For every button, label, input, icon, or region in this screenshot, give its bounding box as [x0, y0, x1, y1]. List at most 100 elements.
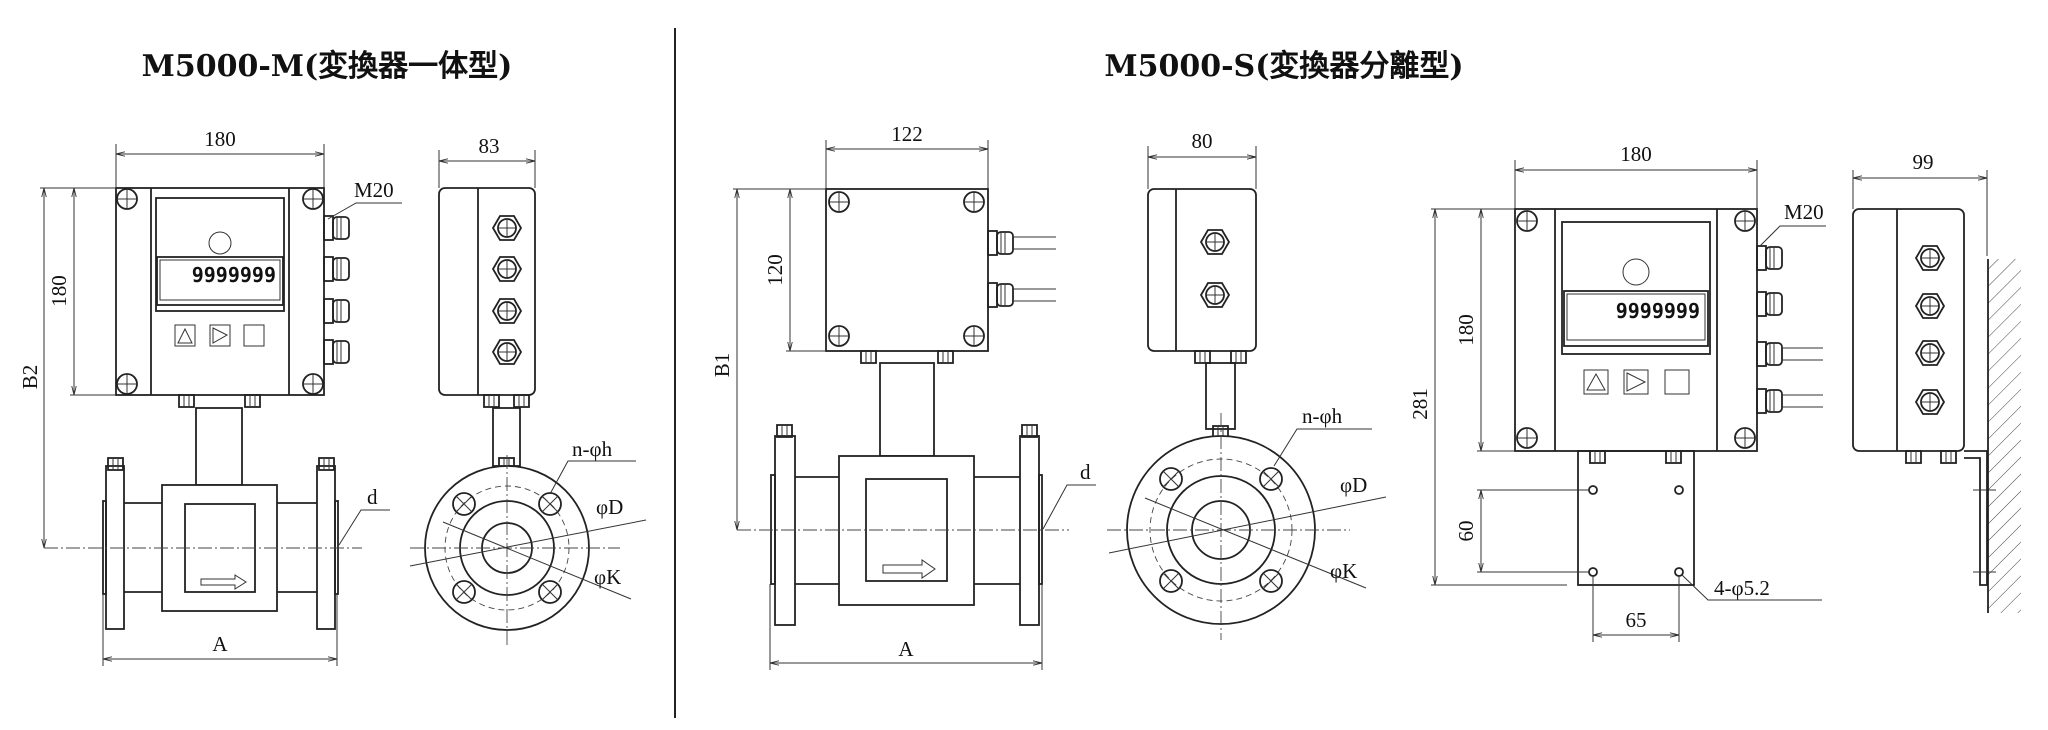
screw-icon — [828, 191, 850, 213]
dim-height-180: 180 — [1454, 314, 1478, 346]
bolt-icon — [513, 394, 530, 408]
screw-icon — [828, 325, 850, 347]
key-enter-icon — [243, 324, 265, 347]
label-flange-diameter: φD — [596, 495, 623, 519]
mount-hole — [1674, 567, 1684, 577]
screw-icon — [302, 188, 324, 210]
label-bolt-holes: n-φh — [1302, 404, 1343, 428]
hex-gland-icon — [1915, 340, 1945, 366]
cable-gland-icon — [323, 215, 350, 241]
bolt-icon — [178, 394, 195, 408]
indicator-lamp — [208, 231, 232, 255]
label-bore-d: d — [367, 485, 378, 509]
separated-sensor-side-view: 80 n-φh φD φK — [1107, 129, 1387, 640]
hex-gland-icon — [1915, 293, 1945, 319]
bolt-icon — [1589, 450, 1606, 464]
dim-width-180: 180 — [1620, 142, 1652, 166]
cable-gland-icon — [1756, 291, 1783, 317]
key-right-icon — [209, 324, 231, 347]
display-window — [1561, 221, 1711, 355]
label-mount-holes: 4-φ5.2 — [1714, 576, 1770, 600]
hex-gland-icon — [1915, 389, 1945, 415]
dim-overall-b2: B2 — [18, 365, 42, 390]
label-gland-m20: M20 — [354, 178, 394, 202]
title-separated: M5000-S(変換器分離型) — [1104, 49, 1463, 84]
dim-height-120: 120 — [763, 254, 787, 286]
flange-left — [105, 465, 125, 630]
dim-overall-281: 281 — [1408, 388, 1432, 420]
lcd-readout: 9999999 — [192, 263, 276, 287]
cable-gland-icon — [323, 256, 350, 282]
label-bolt-holes: n-φh — [572, 437, 613, 461]
cable — [1782, 347, 1823, 408]
screw-icon — [963, 191, 985, 213]
bolt-icon — [483, 394, 500, 408]
hex-gland-icon — [492, 215, 522, 241]
screw-icon — [963, 325, 985, 347]
mounting-bracket — [1577, 450, 1695, 586]
screw-icon — [1516, 427, 1538, 449]
lcd-readout: 9999999 — [1616, 299, 1700, 323]
bolt-icon — [1665, 450, 1682, 464]
cable-gland-icon — [323, 339, 350, 365]
converter-housing — [115, 187, 325, 396]
bolt-icon — [1230, 350, 1247, 364]
label-gland-m20: M20 — [1784, 200, 1824, 224]
key-up-icon — [174, 324, 196, 347]
mount-hole — [1674, 485, 1684, 495]
mount-hole — [1588, 567, 1598, 577]
bolt-icon — [860, 350, 877, 364]
separated-sensor-front-view: 122 120 B1 d A — [710, 122, 1096, 670]
flange-left — [774, 435, 796, 626]
title-integrated: M5000-M(変換器一体型) — [142, 49, 513, 84]
separated-converter-front-view: 180 9999999 M20 180 281 — [1408, 142, 1826, 642]
dim-depth-83: 83 — [479, 134, 500, 158]
bolt-icon — [107, 457, 124, 471]
dim-length-a: A — [212, 632, 228, 656]
label-bore-d: d — [1080, 460, 1091, 484]
key-right-icon — [1623, 369, 1649, 395]
screw-icon — [302, 373, 324, 395]
label-bolt-circle: φK — [1330, 559, 1357, 583]
cable-gland-icon — [1756, 245, 1783, 271]
separated-converter-side-view: 99 — [1852, 150, 2021, 613]
display-window — [155, 197, 285, 312]
mount-hole — [1588, 485, 1598, 495]
integrated-front-view: 180 9999999 M20 180 B2 — [18, 127, 402, 666]
screw-icon — [116, 373, 138, 395]
flow-arrow-icon — [882, 559, 936, 579]
indicator-lamp — [1622, 258, 1650, 286]
hex-gland-icon — [492, 298, 522, 324]
screw-icon — [1516, 210, 1538, 232]
cable-gland-icon — [1756, 388, 1783, 414]
cable-gland-icon — [323, 298, 350, 324]
dim-hole-spacing-65: 65 — [1626, 608, 1647, 632]
label-bolt-circle: φK — [594, 565, 621, 589]
dim-depth-99: 99 — [1913, 150, 1934, 174]
key-enter-icon — [1664, 369, 1690, 395]
bolt-icon — [1905, 450, 1922, 464]
cable-gland-icon — [1756, 341, 1783, 367]
mounting-bracket — [1964, 450, 1988, 586]
hex-gland-icon — [492, 339, 522, 365]
integrated-side-view: 83 n-φh φD φK — [409, 134, 647, 648]
bolt-icon — [244, 394, 261, 408]
bolt-icon — [1940, 450, 1957, 464]
cable — [1013, 236, 1056, 302]
dim-hole-spacing-60: 60 — [1454, 521, 1478, 542]
junction-box — [825, 188, 989, 352]
hex-gland-icon — [492, 256, 522, 282]
bolt-icon — [1194, 350, 1211, 364]
dim-height-180: 180 — [47, 275, 71, 307]
bolt-icon — [937, 350, 954, 364]
cable-gland-icon — [987, 282, 1014, 308]
dim-width-180: 180 — [204, 127, 236, 151]
flow-arrow-icon — [200, 574, 247, 590]
screw-icon — [1734, 427, 1756, 449]
wall-hatch — [1988, 259, 2021, 613]
cable-gland-icon — [987, 230, 1014, 256]
neck — [195, 407, 243, 486]
hex-gland-icon — [1200, 229, 1230, 255]
dim-width-122: 122 — [891, 122, 923, 146]
